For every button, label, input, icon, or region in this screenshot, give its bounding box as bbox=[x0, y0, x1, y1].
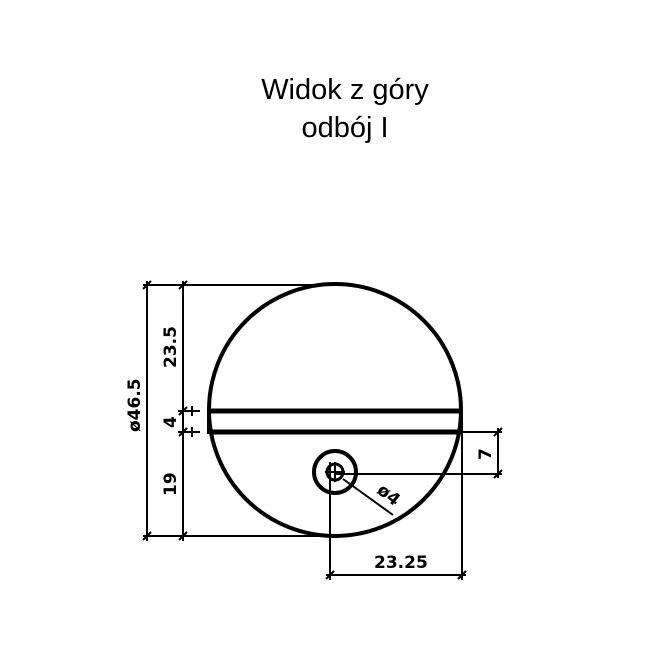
title-line-2: odbój I bbox=[301, 112, 389, 144]
dim-overall-diameter: ø46.5 bbox=[125, 378, 145, 432]
dim-slot-width: 4 bbox=[161, 416, 181, 428]
dimension-lines bbox=[146, 281, 499, 576]
extension-lines bbox=[143, 284, 502, 580]
hole-leader-line bbox=[342, 478, 394, 516]
title-line-1: Widok z góry bbox=[261, 74, 429, 106]
dim-hole-diameter: ø4 bbox=[373, 480, 404, 510]
dimension-ticks bbox=[142, 280, 503, 580]
dim-lower-height: 19 bbox=[161, 472, 181, 496]
dim-hole-offset-vertical: 7 bbox=[476, 448, 496, 460]
dim-hole-offset-horizontal: 23.25 bbox=[374, 553, 428, 573]
hole-outer-circle bbox=[312, 449, 358, 495]
dim-upper-height: 23.5 bbox=[161, 326, 181, 368]
